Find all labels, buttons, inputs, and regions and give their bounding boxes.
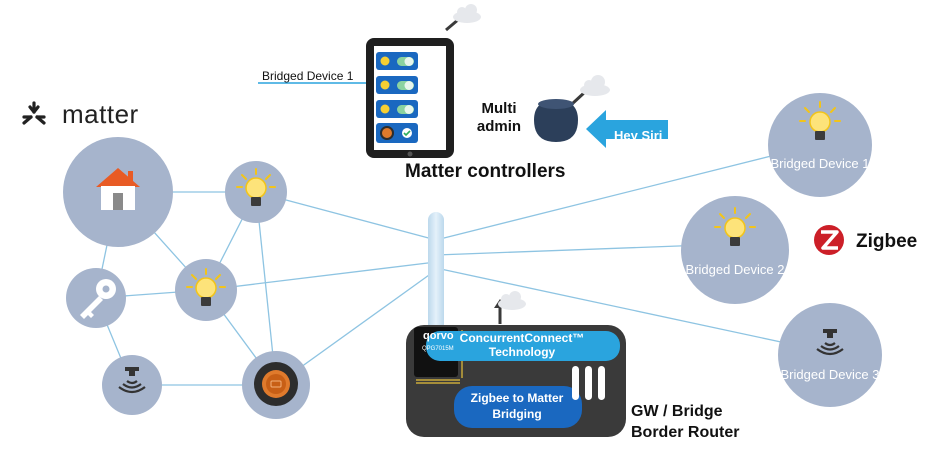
- hey-siri-label: Hey Siri: [614, 128, 663, 143]
- bulb-node-1: [225, 161, 287, 223]
- key-node: [66, 268, 126, 328]
- chip-brand-label: qorvo: [423, 330, 454, 342]
- thermostat-node: [242, 351, 310, 419]
- bridged-device-3-label: Bridged Device 3: [780, 367, 880, 382]
- bridged-device-node-2: [681, 196, 789, 304]
- matter-controllers-title: Matter controllers: [405, 161, 566, 182]
- chip-part-label: QPG7015M: [422, 346, 454, 352]
- cloud-icon-speaker: [570, 75, 610, 106]
- sensor-icon: [118, 367, 146, 394]
- antenna: [428, 212, 444, 332]
- multi-admin-label: Multi admin: [476, 100, 522, 135]
- cloud-icon-gateway: [494, 291, 526, 324]
- zigbee-label: Zigbee: [856, 231, 918, 252]
- bulb-icon: [186, 268, 226, 306]
- bridged-device-node-1: [768, 93, 872, 197]
- home-node: [63, 137, 173, 247]
- thermostat-icon: [254, 362, 298, 406]
- sensor-icon: [816, 329, 844, 356]
- concurrent-connect-label: ConcurrentConnect™ Technology: [459, 331, 585, 359]
- key-icon: [80, 279, 116, 319]
- bulb-node-2: [175, 259, 237, 321]
- sensor-node: [102, 355, 162, 415]
- matter-logo-icon: [22, 101, 46, 125]
- home-icon: [96, 168, 140, 210]
- zigbee-logo-icon: [814, 225, 844, 255]
- gateway-label: GW / Bridge Border Router: [631, 403, 740, 441]
- gateway-device: [406, 325, 626, 437]
- cloud-icon-tablet: [445, 4, 481, 32]
- bulb-icon: [799, 101, 841, 140]
- zigbee-to-matter-label: Zigbee to Matter Bridging: [470, 391, 564, 421]
- bridged-device-2-label: Bridged Device 2: [685, 262, 785, 277]
- bridged-device-node-3: [778, 303, 882, 407]
- bulb-icon: [236, 168, 276, 206]
- bridged-device-1-label: Bridged Device 1: [770, 156, 870, 171]
- bulb-icon: [714, 207, 756, 246]
- hey-siri-arrow: [586, 110, 668, 148]
- smart-speaker: [534, 99, 578, 142]
- toggle-rows: [376, 52, 418, 143]
- bridged-device-callout-label: Bridged Device 1: [262, 69, 354, 83]
- tablet-controller: [366, 38, 454, 158]
- matter-brand-label: matter: [62, 99, 139, 129]
